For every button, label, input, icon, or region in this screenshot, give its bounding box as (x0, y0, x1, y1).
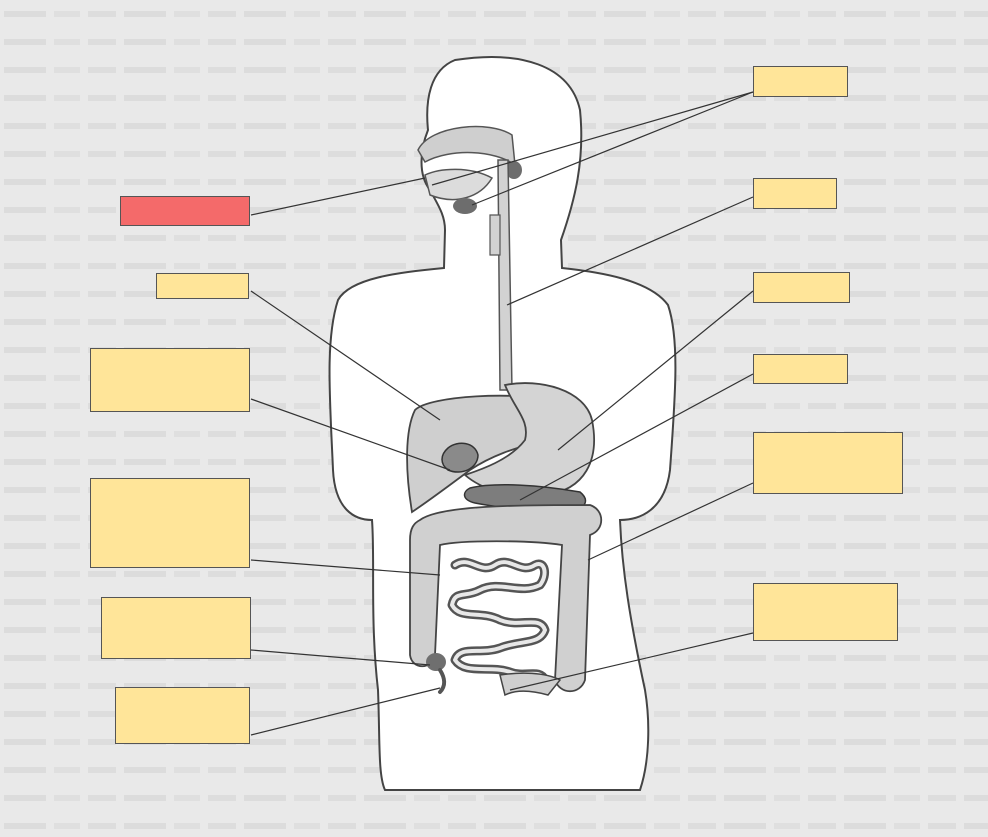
small-intestine-highlight (450, 560, 547, 682)
leader-lines (250, 91, 754, 736)
leader-line-rectum (509, 632, 754, 691)
oral-cavity (424, 168, 494, 201)
leader-line-liver (250, 290, 441, 421)
leader-line-mouth-parts-a (431, 91, 754, 186)
label-box-oral-cavity[interactable] (120, 196, 250, 226)
label-box-large-intestine[interactable] (753, 432, 903, 494)
leader-line-small-intestine (250, 559, 441, 576)
leader-line-stomach (557, 290, 754, 451)
label-box-appendix[interactable] (115, 687, 250, 744)
leader-line-mouth-parts-b (471, 91, 754, 206)
cecum (426, 653, 446, 671)
label-box-stomach[interactable] (753, 272, 850, 303)
label-box-esophagus[interactable] (753, 178, 837, 209)
label-box-mouth-parts[interactable] (753, 66, 848, 97)
leader-line-pancreas (519, 373, 754, 501)
label-box-gallbladder[interactable] (90, 348, 250, 412)
leader-line-appendix (250, 687, 441, 736)
gallbladder (441, 442, 479, 473)
label-box-small-intestine[interactable] (90, 478, 250, 568)
trachea (489, 214, 501, 256)
label-box-rectum[interactable] (753, 583, 898, 641)
salivary-gland-upper (506, 161, 522, 179)
label-box-cecum[interactable] (101, 597, 251, 659)
leader-line-gallbladder (250, 398, 451, 471)
label-box-liver[interactable] (156, 273, 249, 299)
rectum (499, 672, 562, 697)
salivary-gland-lower (453, 198, 477, 214)
nasal-cavity (417, 125, 516, 167)
leader-line-cecum (250, 649, 431, 666)
label-box-pancreas[interactable] (753, 354, 848, 384)
leader-line-esophagus (506, 196, 754, 306)
leader-line-oral-cavity (250, 177, 426, 216)
appendix (438, 668, 447, 694)
leader-line-large-intestine (587, 482, 754, 561)
